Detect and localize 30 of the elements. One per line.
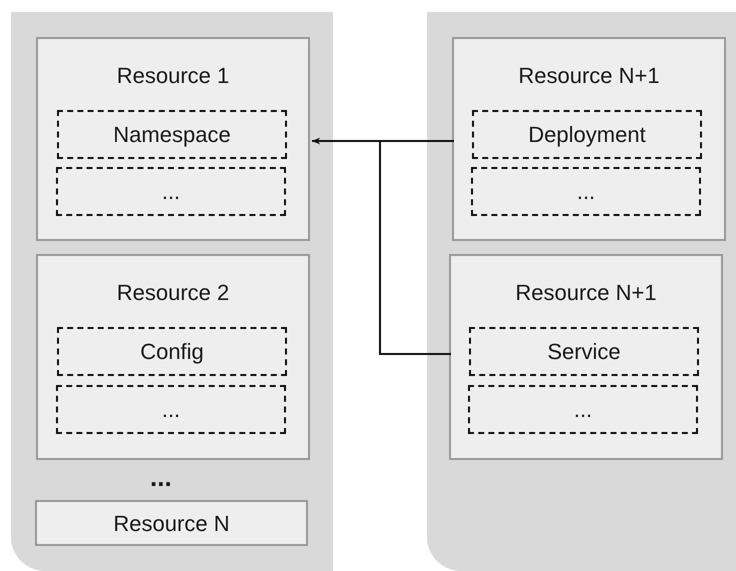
resource-title: Resource 1 <box>116 63 230 89</box>
field-name: Service <box>547 338 621 364</box>
dashed-box <box>57 327 287 376</box>
arrow <box>312 138 451 355</box>
dashed-box <box>56 167 286 216</box>
dashed-box <box>56 385 286 434</box>
field-name: ... <box>162 396 180 422</box>
dashed-box <box>468 385 698 434</box>
field-name: Namespace <box>113 122 231 148</box>
resource-title: Resource N+1 <box>514 280 658 306</box>
resource-box <box>449 254 723 460</box>
dashed-box <box>469 327 699 376</box>
resource-box <box>452 37 726 241</box>
field-name: ... <box>576 178 596 204</box>
column-panel <box>11 12 333 571</box>
resource-box <box>36 37 310 241</box>
field-name: Config <box>140 338 204 364</box>
resource-box <box>36 254 310 460</box>
dashed-box <box>57 110 287 159</box>
field-name: ... <box>574 396 592 422</box>
dashed-box <box>472 110 702 159</box>
resource-title: Resource 2 <box>116 280 230 306</box>
resource-box <box>35 500 308 546</box>
column-panel <box>427 12 736 571</box>
ellipsis-text: ... <box>150 462 172 493</box>
resource-title: Resource N <box>112 511 231 537</box>
dashed-box <box>471 167 701 216</box>
resource-title: Resource N+1 <box>517 63 661 89</box>
field-name: ... <box>162 178 180 204</box>
field-name: Deployment <box>528 122 646 148</box>
